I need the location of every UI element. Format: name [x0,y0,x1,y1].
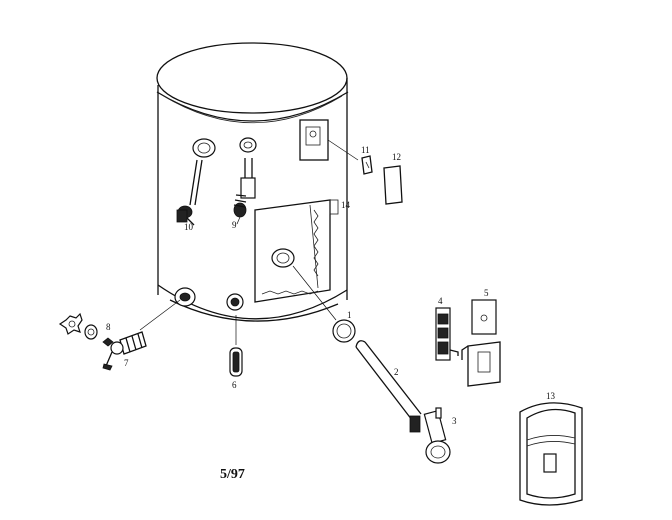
element-gasket-part [292,265,356,343]
part-label-10: 10 [184,222,194,232]
part-label-14: 14 [341,200,351,210]
thermostat-part [435,307,459,361]
part-label-12: 12 [392,152,401,162]
upper-access-panel [299,119,329,161]
lower-nipple-part [229,315,243,377]
part-label-13: 13 [546,391,556,401]
thermostat-cover-part [383,165,403,205]
heating-element-part [355,340,422,421]
part-label-8: 8 [106,322,111,332]
part-labels: 1 2 3 4 5 6 7 8 9 10 11 12 13 14 [106,145,556,426]
drain-valve-part [102,299,181,371]
thermostat-bracket-part [327,139,373,175]
upper-right-fitting [239,137,257,153]
jacket-access-cover-part [519,402,583,506]
part-label-5: 5 [484,288,489,298]
part-label-9: 9 [232,220,237,230]
lower-element-access-opening [254,199,331,303]
part-label-6: 6 [232,380,237,390]
part-label-4: 4 [438,296,443,306]
date-code: 5/97 [220,467,245,482]
part-label-2: 2 [394,367,399,377]
upper-left-fitting [192,138,216,158]
relief-valve-part [176,159,203,226]
element-terminal-block-part [409,407,451,464]
part-label-3: 3 [452,416,457,426]
part-label-1: 1 [347,310,352,320]
label-plate [329,199,339,215]
part-label-7: 7 [124,358,129,368]
lower-left-fitting [174,287,196,307]
part-label-11: 11 [361,145,370,155]
thermostat-plate-part [461,299,501,387]
drain-washer-part [84,324,98,340]
lower-middle-fitting [226,293,244,311]
dip-tube-part [233,158,256,225]
drain-cap-part [58,312,83,335]
